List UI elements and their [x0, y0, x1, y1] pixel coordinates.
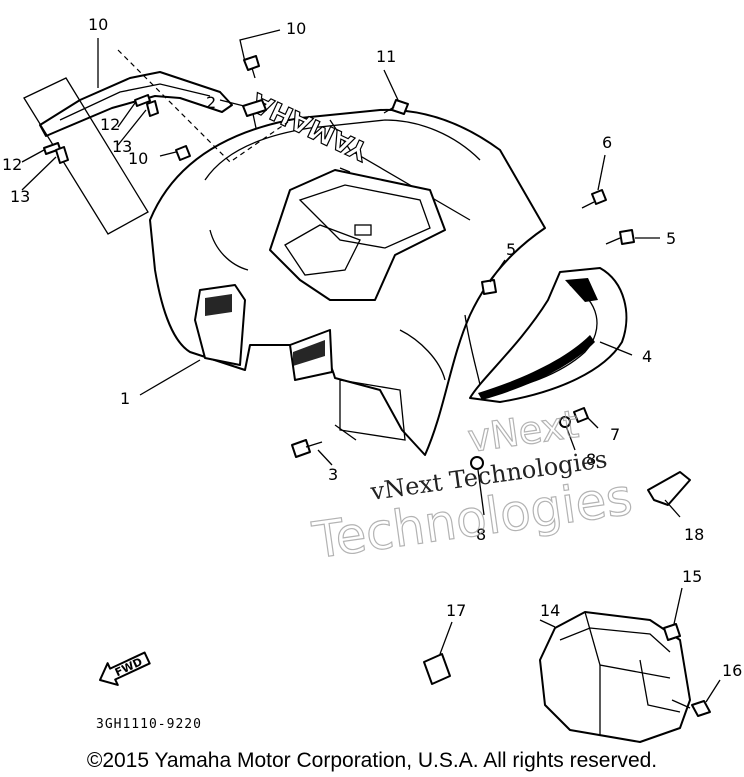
bolt-15: [663, 623, 681, 641]
callout-18: 18: [684, 525, 704, 544]
callout-11: 11: [376, 47, 396, 66]
callout-8-lower: 8: [476, 525, 486, 544]
pad-17: [423, 653, 451, 685]
callout-13-left: 13: [10, 187, 30, 206]
callout-9: 10: [88, 15, 108, 34]
bracket-18: [647, 471, 691, 506]
callout-6: 6: [602, 133, 612, 152]
fwd-label: FWD: [113, 655, 145, 679]
bolt-3: [291, 439, 323, 458]
clip-13-right: [146, 100, 159, 117]
callout-12-right: 12: [100, 115, 120, 134]
collar-8-upper: [559, 416, 571, 428]
bolt-5-left: [481, 279, 497, 295]
callout-7: 7: [610, 425, 620, 444]
callout-2: 2: [206, 93, 216, 112]
callout-numbers: 10 10 2 11 12 13 12 13 10 6 5 5 4 1 7 8 …: [2, 15, 742, 680]
leader-lines: [21, 29, 721, 703]
callout-16: 16: [722, 661, 742, 680]
callout-8-upper: 8: [586, 450, 596, 469]
callout-14: 14: [540, 601, 560, 620]
grab-bar: [23, 49, 289, 235]
bolt-5-right: [605, 229, 635, 245]
bolt-11: [383, 99, 409, 115]
callout-12-left: 12: [2, 155, 22, 174]
callout-13-right: 13: [112, 137, 132, 156]
bolt-10-top: [243, 55, 260, 79]
drawing-code: 3GH1110-9220: [96, 717, 202, 732]
callout-10-left: 10: [128, 149, 148, 168]
watermark: vNext vNext Technologies Technologies: [308, 401, 636, 570]
collar-8-lower: [470, 456, 484, 470]
clip-12-right: [134, 94, 151, 107]
callout-5-right: 5: [666, 229, 676, 248]
callout-17: 17: [446, 601, 466, 620]
rear-fender: YAMAHA: [149, 86, 546, 456]
rear-guard: [469, 267, 628, 403]
bolt-6: [581, 189, 607, 209]
bolt-10-left: [175, 145, 191, 161]
callout-4: 4: [642, 347, 652, 366]
callout-1: 1: [120, 389, 130, 408]
clip-13-left: [55, 146, 69, 164]
callout-3: 3: [328, 465, 338, 484]
fwd-arrow: FWD: [99, 651, 151, 686]
callout-10-top: 10: [286, 19, 306, 38]
bolt-2: [242, 99, 267, 129]
copyright-notice: ©2015 Yamaha Motor Corporation, U.S.A. A…: [86, 749, 658, 772]
storage-box: [539, 611, 691, 743]
callout-5-left: 5: [506, 240, 516, 259]
nut-16: [671, 699, 711, 717]
callout-15: 15: [682, 567, 702, 586]
